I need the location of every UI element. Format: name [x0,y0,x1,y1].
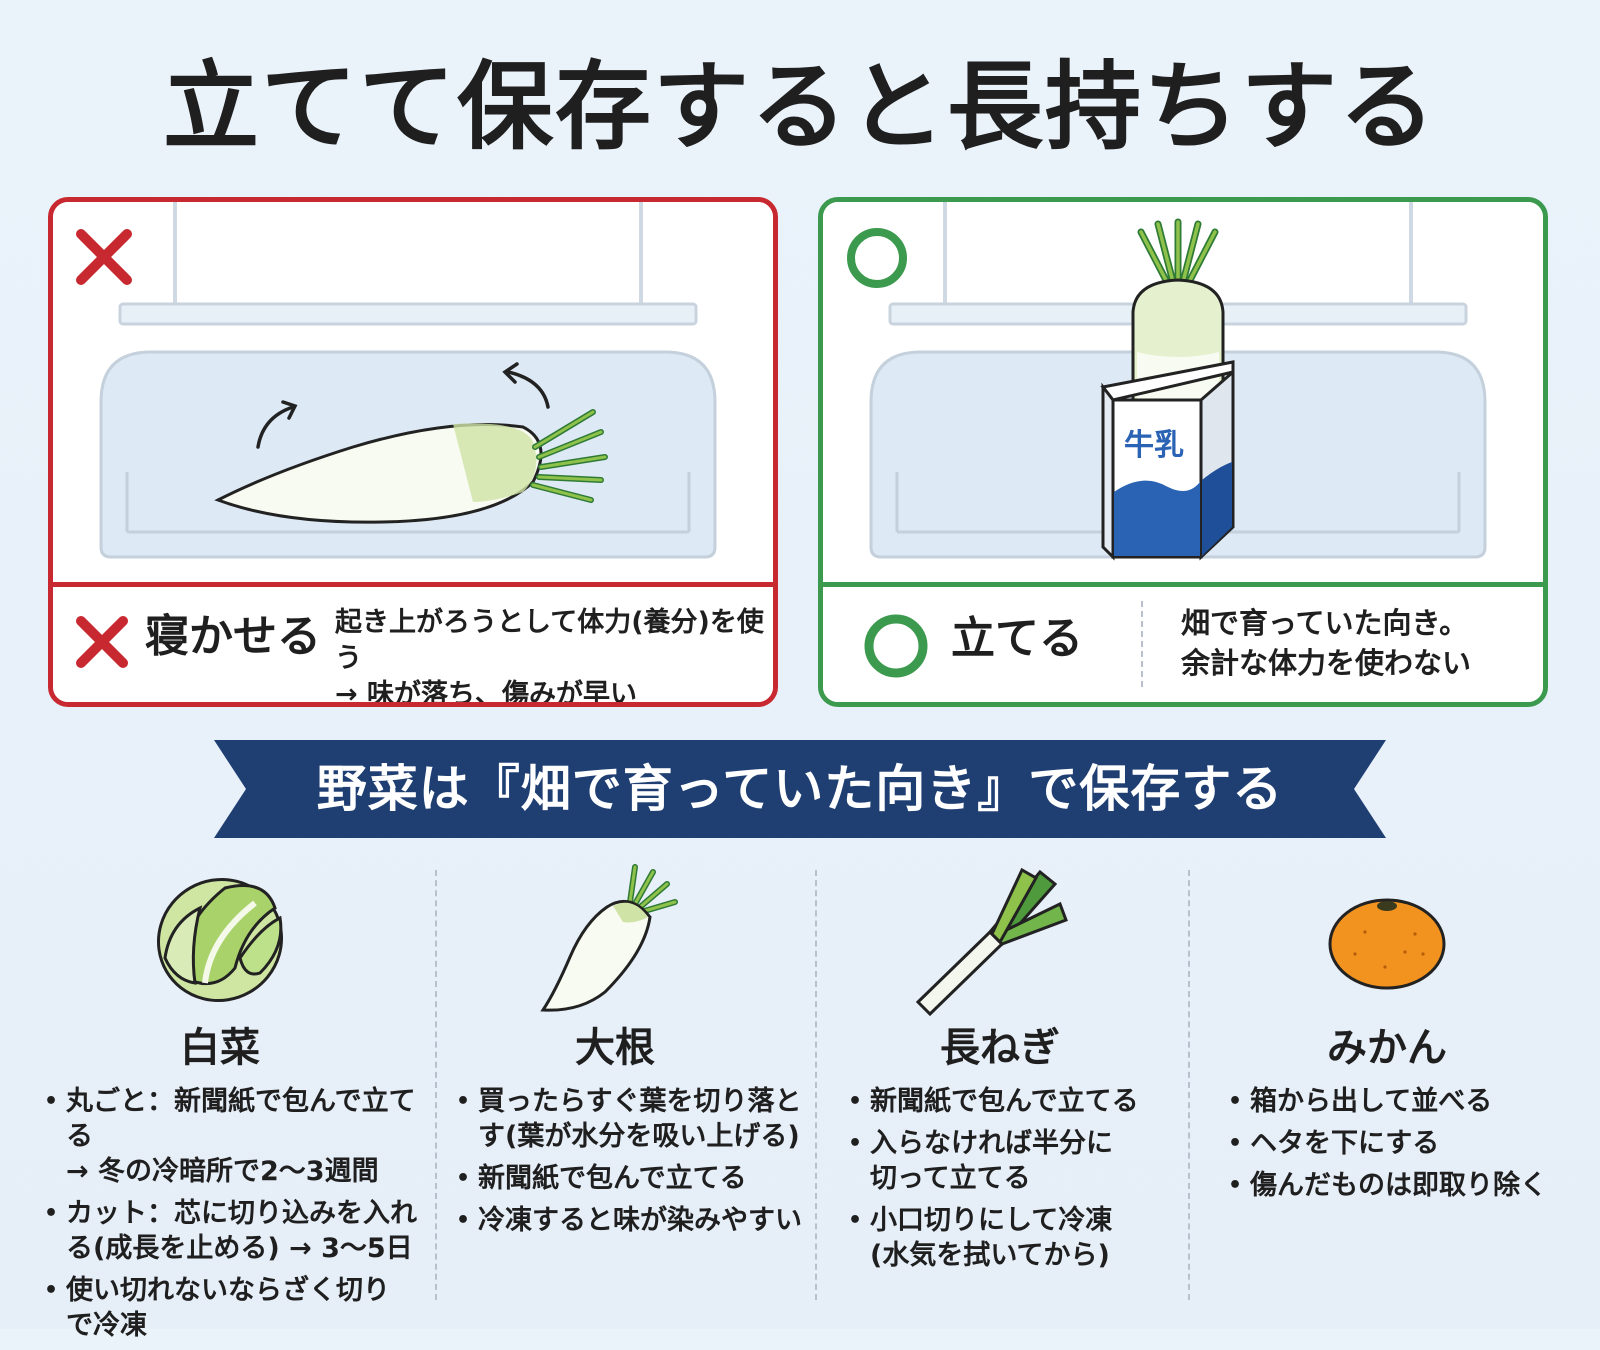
ribbon-banner: 野菜は『畑で育っていた向き』で保存する [214,740,1386,838]
tip-item: 傷んだものは即取り除く [1228,1168,1588,1203]
veg-name-mikan: みかん [1327,1025,1447,1071]
column-divider [815,870,817,1300]
tips-mikan: 箱から出して並べる ヘタを下にする 傷んだものは即取り除く [1228,1084,1588,1210]
rising-arrow-icon [256,362,550,449]
daikon-lying-icon [214,409,608,524]
daikon-icon [540,864,678,1012]
tip-item: 新聞紙で包んで立てる [456,1161,811,1196]
caption-divider [1141,601,1143,687]
veg-name-hakusai: 白菜 [180,1025,260,1071]
carton-label: 牛乳 [1124,428,1184,463]
tip-item: 小口切りにして冷凍 (水気を拭いてから) [848,1203,1183,1273]
ribbon-text: 野菜は『畑で育っていた向き』で保存する [316,760,1284,818]
tip-item: 入らなければ半分に 切って立てる [848,1126,1183,1196]
green-onion-icon [915,867,1068,1017]
ribbon-shape [214,740,1386,838]
fridge-lying-scene [53,202,773,592]
veg-name-daikon: 大根 [575,1025,655,1071]
tip-item: 新聞紙で包んで立てる [848,1084,1183,1119]
lying-caption: 寝かせる 起き上がろうとして体力(養分)を使う → 味が落ち、傷みが早い [53,582,773,702]
lying-down-panel: 寝かせる 起き上がろうとして体力(養分)を使う → 味が落ち、傷みが早い [48,197,778,707]
column-divider [1188,870,1190,1300]
napa-cabbage-icon [156,877,284,1003]
tip-item: 箱から出して並べる [1228,1084,1588,1119]
tip-item: 使い切れないならざく切り で冷凍 [44,1273,434,1343]
standing-caption: 立てる 畑で育っていた向き。 余計な体力を使わない [823,582,1543,702]
tip-item: カット：芯に切り込みを入れ る(成長を止める) → 3〜5日 [44,1196,434,1266]
page-title: 立てて保存すると長持ちする [163,51,1437,163]
mandarin-orange-icon [1328,898,1446,990]
veg-name-naganegi: 長ねぎ [940,1025,1060,1071]
column-divider [435,870,437,1300]
standing-panel: 牛乳 立てる 畑で育っていた向き。 余計な体力を使わない [818,197,1548,707]
lying-description: 起き上がろうとして体力(養分)を使う → 味が落ち、傷みが早い [335,607,764,707]
tip-item: 買ったらすぐ葉を切り落と す(葉が水分を吸い上げる) [456,1084,811,1154]
circle-icon [864,614,928,678]
tip-item: ヘタを下にする [1228,1126,1588,1161]
cross-icon [76,616,128,668]
tip-item: 冷凍すると味が染みやすい [456,1203,811,1238]
tips-naganegi: 新聞紙で包んで立てる 入らなければ半分に 切って立てる 小口切りにして冷凍 (水… [848,1084,1183,1280]
milk-carton-icon [1100,360,1235,561]
standing-description: 畑で育っていた向き。 余計な体力を使わない [1181,606,1472,680]
cross-icon [76,229,132,285]
circle-icon [847,228,907,288]
fridge-standing-scene [823,202,1543,592]
standing-label: 立てる [951,613,1083,664]
tips-daikon: 買ったらすぐ葉を切り落と す(葉が水分を吸い上げる) 新聞紙で包んで立てる 冷凍… [456,1084,811,1245]
tip-item: 丸ごと：新聞紙で包んで立てる → 冬の冷暗所で2〜3週間 [44,1084,434,1189]
tips-hakusai: 丸ごと：新聞紙で包んで立てる → 冬の冷暗所で2〜3週間 カット：芯に切り込みを… [44,1084,434,1350]
lying-label: 寝かせる [145,611,321,662]
